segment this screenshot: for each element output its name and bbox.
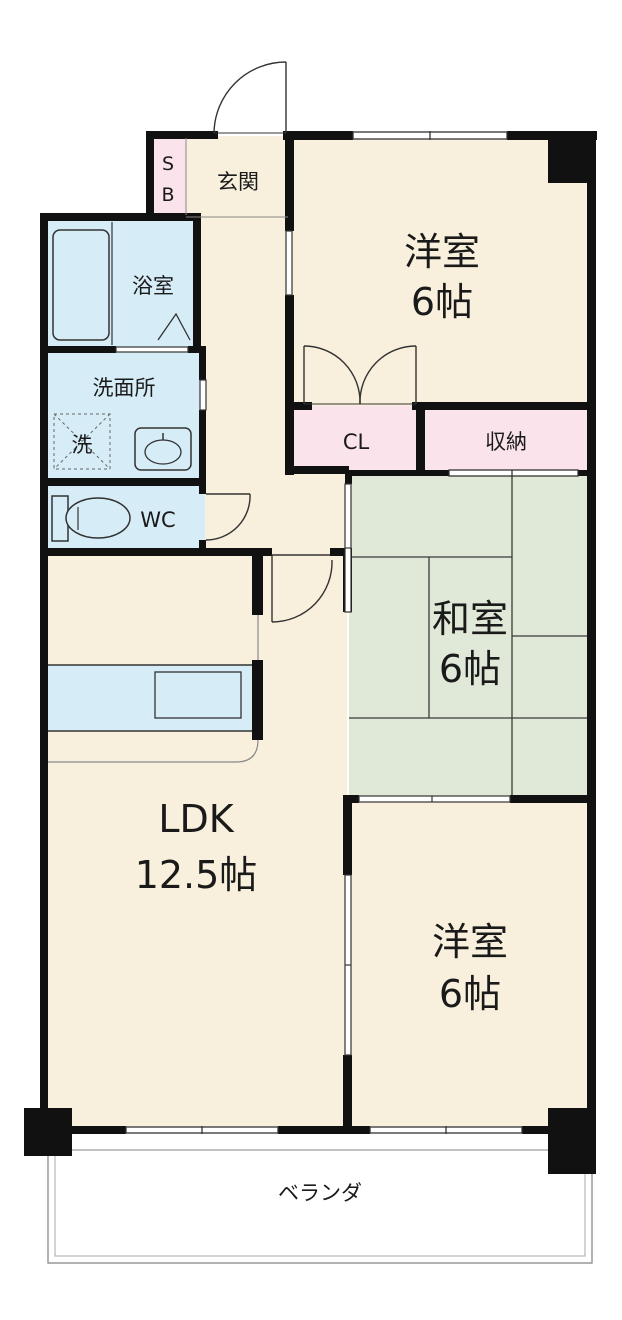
- western-south-size: 6帖: [439, 972, 501, 1016]
- sliding-door-mullions: [345, 547, 433, 966]
- kitchen-partition: [46, 610, 259, 763]
- storage-label: 収納: [485, 430, 527, 454]
- ldk-size: 12.5帖: [135, 853, 258, 897]
- washroom-label: 洗面所: [93, 376, 156, 400]
- window-mullions: [201, 131, 513, 1134]
- genkan-label: 玄関: [217, 170, 259, 194]
- japanese-name: 和室: [432, 597, 508, 641]
- wc-label: WC: [140, 508, 175, 532]
- japanese-size: 6帖: [439, 647, 501, 691]
- kitchen-wall-stub-top: [252, 555, 263, 615]
- kitchen-wall-stub: [252, 660, 263, 740]
- sb-label-s: S: [162, 153, 174, 175]
- toilet-bowl: [65, 497, 131, 539]
- washer-cross-2: [53, 413, 111, 470]
- kitchen-sink: [154, 671, 242, 719]
- cl-label: CL: [343, 430, 370, 454]
- walls: [24, 131, 597, 1174]
- swing-doors: [205, 61, 417, 623]
- sb-floor: [150, 136, 186, 216]
- western-south-name: 洋室: [432, 920, 508, 964]
- washer-label: 洗: [72, 433, 93, 457]
- veranda-label: ベランダ: [278, 1181, 362, 1205]
- storage-floor: [420, 406, 593, 470]
- tatami-lines: [349, 472, 593, 800]
- washer-pan: [53, 413, 111, 470]
- sb-label-b: B: [161, 184, 174, 206]
- ldk-name: LDK: [158, 797, 234, 841]
- western-north-size: 6帖: [411, 280, 473, 324]
- bath-label: 浴室: [132, 274, 174, 298]
- tatami-floor: [349, 470, 593, 800]
- cl-floor: [290, 406, 420, 470]
- western-north-name: 洋室: [404, 230, 480, 274]
- ldk-floor: [46, 552, 347, 1128]
- veranda-outline-inner: [54, 1149, 586, 1257]
- washer-cross-1: [53, 413, 111, 470]
- veranda-outline-outer: [47, 1149, 593, 1264]
- western-north-floor: [290, 136, 593, 406]
- western-south-floor: [349, 800, 593, 1128]
- bath-drain-triangle: [157, 312, 191, 341]
- bathtub: [52, 229, 110, 341]
